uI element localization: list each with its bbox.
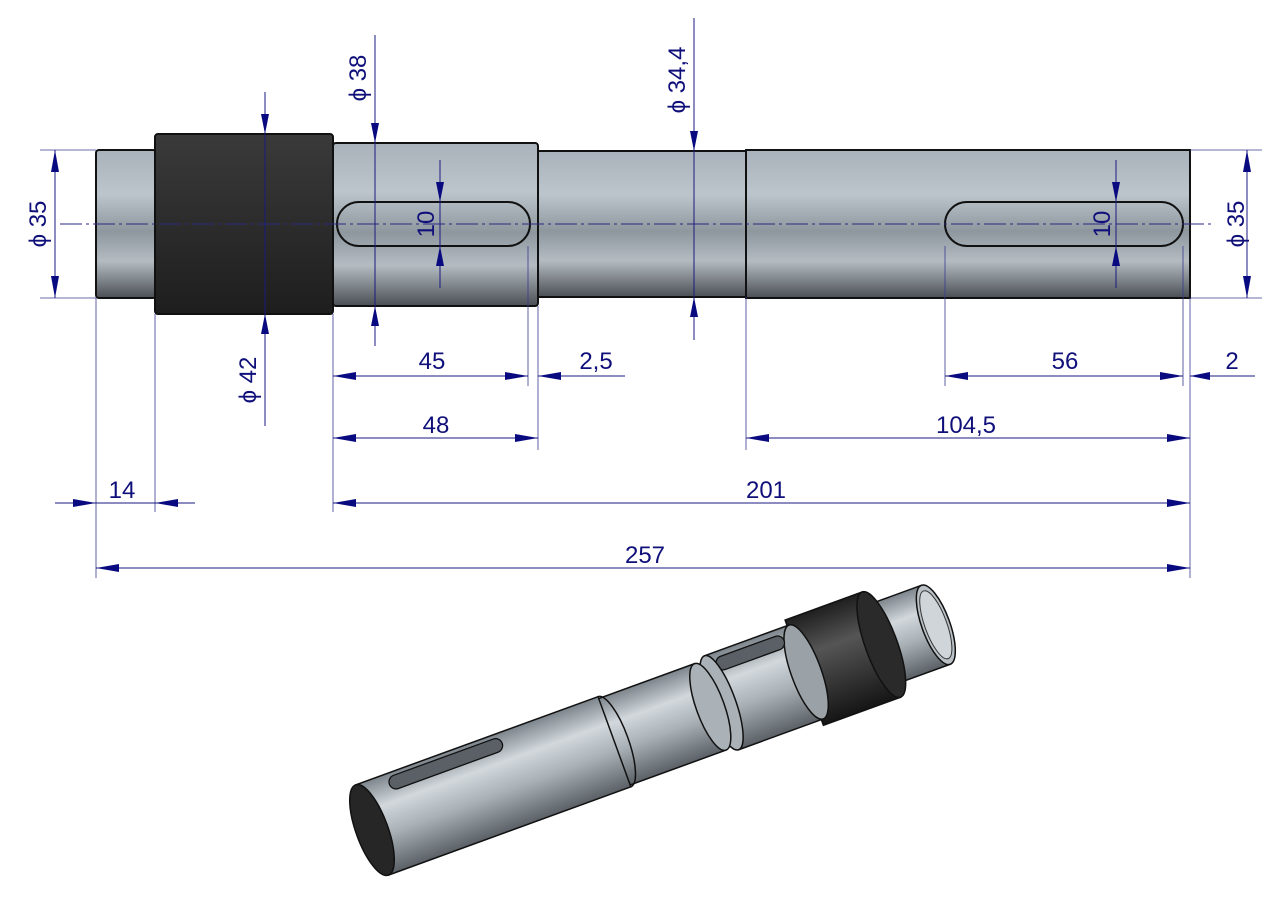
dim-label: 2 — [1225, 348, 1238, 375]
dim-label: 48 — [423, 412, 450, 439]
dim-label: 2,5 — [579, 348, 612, 375]
dim-right-section-length: 104,5 — [746, 412, 1190, 442]
dim-left-keyway-length: 45 — [333, 348, 528, 380]
dim-left-section-length: 48 — [333, 412, 538, 442]
dim-middle-diameter: ϕ 34,4 — [664, 18, 698, 340]
dim-label: 201 — [746, 477, 786, 504]
iso-keyway-right — [388, 737, 504, 790]
dim-overall-length: 257 — [96, 542, 1190, 572]
dim-keyway-width-right: 10 — [1089, 160, 1120, 288]
dim-right-gap: 2 — [1190, 348, 1255, 380]
dim-collar-diameter: ϕ 42 — [235, 92, 269, 426]
dim-label: 10 — [413, 211, 440, 238]
dim-right-journal-diameter: ϕ 35 — [1223, 150, 1251, 298]
dim-keyway-width-left: 10 — [413, 160, 444, 288]
extension-lines — [40, 149, 1262, 578]
iso-end-face — [348, 783, 396, 877]
dim-label: ϕ 38 — [345, 55, 372, 102]
dim-right-keyway-length: 56 — [945, 348, 1183, 380]
dim-label: 45 — [419, 348, 446, 375]
dim-label: 10 — [1089, 211, 1116, 238]
dim-label: ϕ 42 — [235, 357, 262, 404]
length-dimensions: 45 2,5 48 56 2 104,5 — [55, 348, 1255, 572]
dim-label: ϕ 35 — [1223, 201, 1250, 248]
dim-length-from-collar: 201 — [333, 477, 1190, 507]
dim-label: 257 — [625, 542, 665, 569]
shaft-front-view — [60, 133, 1215, 315]
dim-left-journal-length: 14 — [55, 477, 195, 507]
dim-label: ϕ 34,4 — [664, 47, 691, 114]
dim-label: ϕ 35 — [25, 201, 52, 248]
dim-label: 14 — [109, 477, 136, 504]
dim-left-gap: 2,5 — [538, 348, 625, 380]
dim-label: 104,5 — [936, 412, 996, 439]
dim-label: 56 — [1052, 348, 1079, 375]
dim-left-journal-diameter: ϕ 35 — [25, 150, 59, 298]
dim-key-seat-diameter: ϕ 38 — [345, 35, 379, 346]
shaft-isometric-view — [348, 584, 957, 877]
diameter-dimensions: ϕ 35 ϕ 42 ϕ 38 ϕ 34,4 ϕ 35 — [25, 18, 1251, 426]
